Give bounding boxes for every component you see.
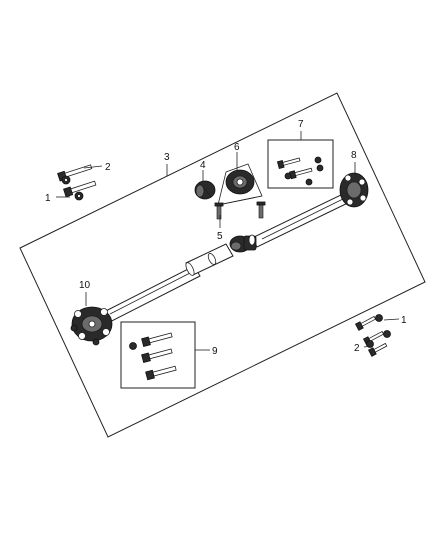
drive-shaft bbox=[91, 190, 355, 329]
nuts-right bbox=[366, 314, 391, 348]
nuts-left bbox=[61, 175, 84, 201]
leader-lines bbox=[56, 131, 400, 351]
callout-7: 7 bbox=[298, 119, 304, 130]
center-bearing-bracket bbox=[217, 163, 263, 206]
bearing-insulator bbox=[194, 180, 216, 200]
assembly-frame bbox=[19, 92, 426, 438]
bracket-fasteners bbox=[214, 201, 266, 220]
hardware-kit-7 bbox=[276, 156, 324, 186]
callout-10: 10 bbox=[79, 280, 91, 291]
rear-flex-coupling bbox=[70, 306, 113, 346]
hardware-kit-9 bbox=[129, 332, 177, 381]
callout-8: 8 bbox=[351, 150, 357, 161]
callout-3: 3 bbox=[164, 152, 170, 163]
callout-2-left: 2 bbox=[105, 162, 111, 173]
callout-6: 6 bbox=[234, 142, 240, 153]
center-universal-joint bbox=[229, 234, 257, 253]
callout-4: 4 bbox=[200, 160, 206, 171]
front-flex-coupling bbox=[339, 172, 369, 208]
bolts-right bbox=[354, 315, 388, 357]
callout-5: 5 bbox=[217, 231, 223, 242]
hardware-kit-9-box bbox=[120, 321, 196, 389]
callout-2-right: 2 bbox=[354, 343, 360, 354]
callout-1-left: 1 bbox=[45, 193, 51, 204]
hardware-kit-7-box bbox=[267, 139, 334, 189]
callout-9: 9 bbox=[212, 346, 218, 357]
callout-1-right: 1 bbox=[401, 315, 407, 326]
